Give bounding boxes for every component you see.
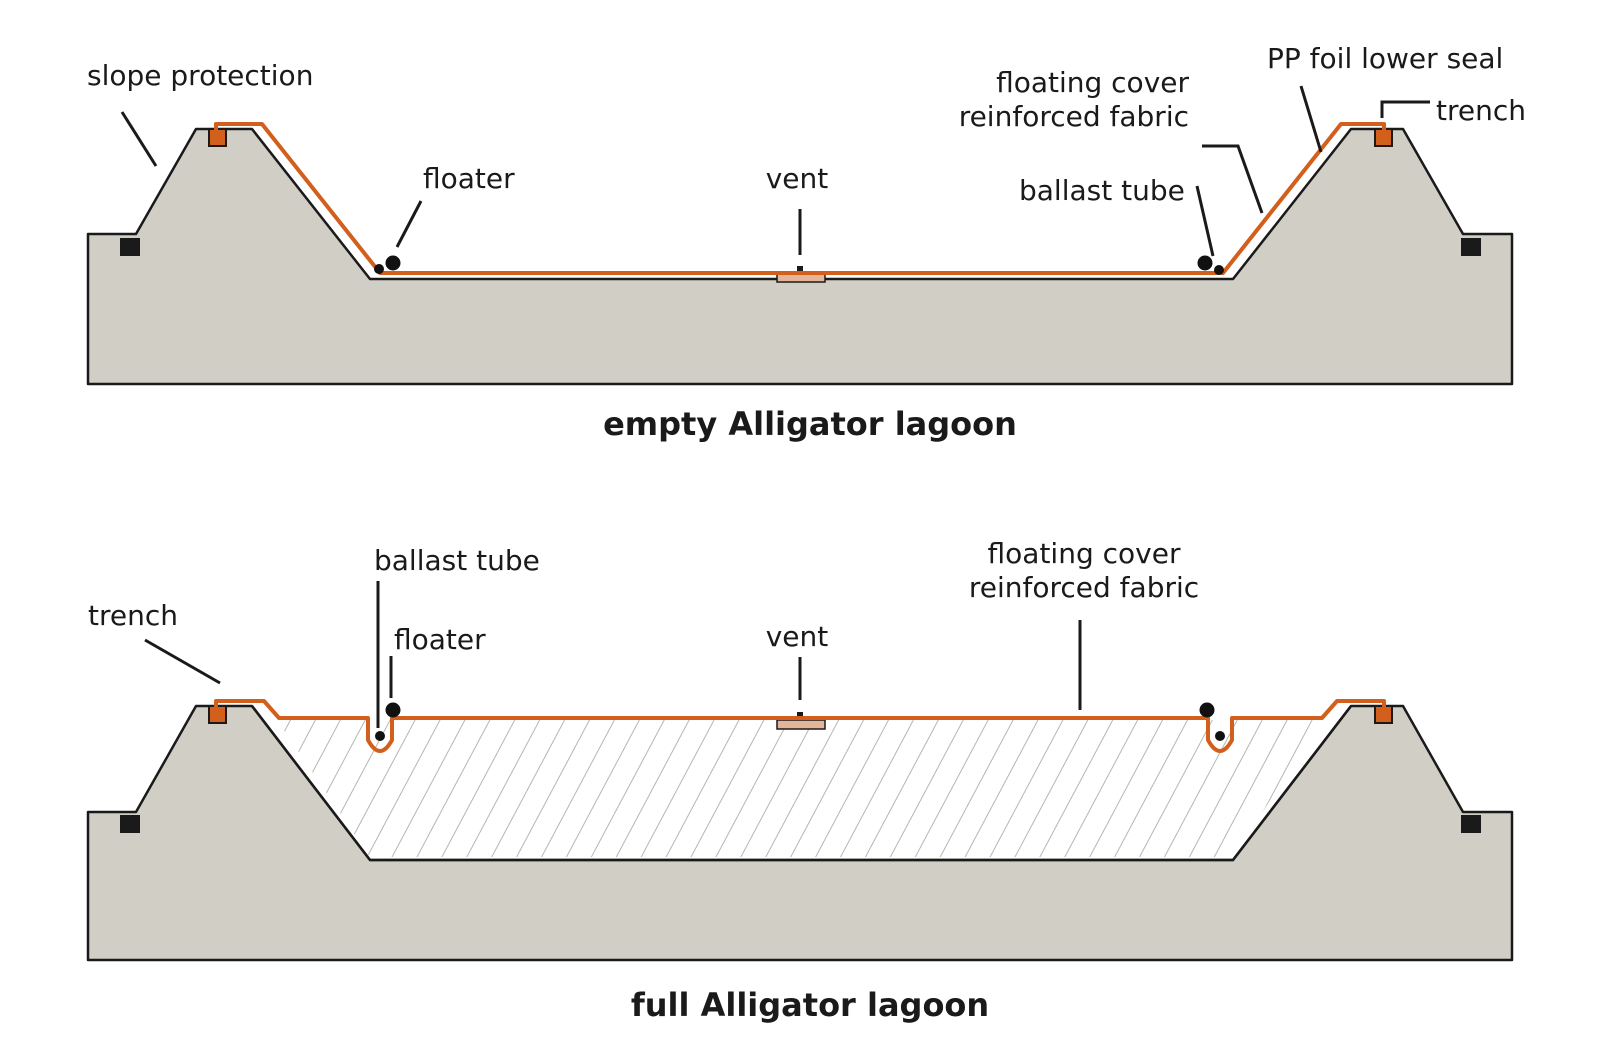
label-floater: floater: [423, 162, 515, 195]
embankment-ground-top: [86, 127, 1514, 386]
ballast-tube-right-bottom: [1215, 731, 1225, 741]
label-vent-bottom: vent: [766, 620, 829, 653]
caption-full-lagoon: full Alligator lagoon: [631, 986, 989, 1024]
leader-trench: [1380, 100, 1430, 118]
empty-lagoon-section: slope protection floater vent ballast tu…: [86, 42, 1526, 443]
caption-empty-lagoon: empty Alligator lagoon: [603, 405, 1017, 443]
leader-floating-cover: [1202, 144, 1264, 214]
floater-left: [385, 255, 401, 271]
ballast-tube-left: [374, 264, 384, 274]
label-slope-protection: slope protection: [87, 59, 313, 92]
lagoon-bed-outline: [251, 705, 1352, 862]
label-ballast-tube-bottom: ballast tube: [374, 544, 540, 577]
label-floating-cover-line2: reinforced fabric: [959, 100, 1189, 133]
floater-right-bottom: [1199, 702, 1215, 718]
floating-cover-membrane: [214, 122, 1386, 275]
label-trench: trench: [1436, 94, 1526, 127]
leader-pp-foil: [1299, 85, 1323, 153]
label-pp-foil: PP foil lower seal: [1267, 42, 1503, 75]
leader-trench-bottom: [144, 638, 221, 685]
floater-left-bottom: [385, 702, 401, 718]
ballast-tube-right: [1214, 265, 1224, 275]
leader-floater: [395, 200, 423, 248]
full-lagoon-section: trench ballast tube floater vent floatin…: [86, 537, 1514, 1024]
slope-anchor-right-bottom: [1461, 815, 1481, 833]
label-floating-cover-bottom-line1: floating cover: [988, 537, 1181, 570]
label-trench-bottom: trench: [88, 599, 178, 632]
leader-ballast-tube: [1195, 185, 1215, 257]
floater-right: [1197, 255, 1213, 271]
water-hatch: [277, 720, 1323, 857]
slope-anchor-left: [120, 238, 140, 256]
label-ballast-tube: ballast tube: [1019, 174, 1185, 207]
floating-cover-membrane-bottom: [214, 699, 1386, 753]
label-floating-cover-line1: floating cover: [996, 66, 1189, 99]
slope-anchor-left-bottom: [120, 815, 140, 833]
vent-box-bottom: [776, 719, 826, 730]
vent-marker: [797, 266, 803, 274]
slope-anchor-right: [1461, 238, 1481, 256]
ballast-tube-left-bottom: [375, 731, 385, 741]
label-floating-cover-bottom-line2: reinforced fabric: [969, 571, 1199, 604]
leader-slope-protection: [120, 111, 158, 167]
label-vent: vent: [766, 162, 829, 195]
label-floater-bottom: floater: [394, 623, 486, 656]
